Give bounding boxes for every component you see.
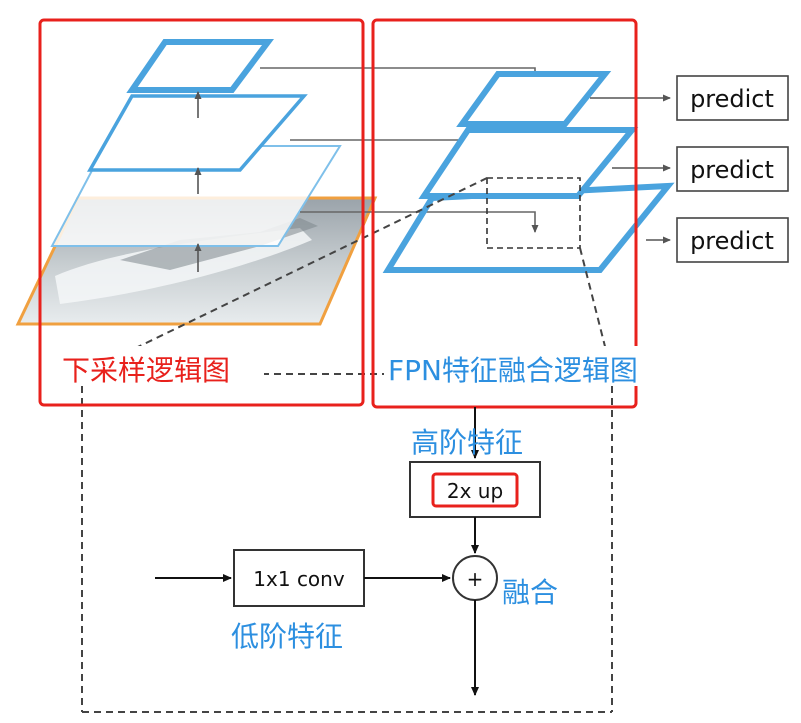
fpn-highlight-box (371, 18, 638, 409)
fusion-label: 融合 (502, 576, 558, 609)
conv-box (233, 549, 365, 607)
downsample-caption: 下采样逻辑图 (62, 354, 230, 387)
low-feature-label: 低阶特征 (231, 620, 343, 653)
upsample-label: 2x up (447, 479, 503, 503)
top-down-pyramid (382, 71, 675, 273)
fpn-layer-1 (456, 71, 612, 127)
predict-box-3 (676, 217, 789, 263)
fpn-caption-bg (384, 346, 688, 386)
plus-label: + (467, 567, 484, 591)
bottom-up-layer-1 (126, 39, 274, 93)
downsample-highlight-box (38, 18, 365, 407)
predict-outputs (590, 94, 671, 244)
predict-label-2: predict (690, 156, 774, 184)
predict-box-1 (676, 75, 789, 121)
predict-label-1: predict (690, 85, 774, 113)
bottom-up-pyramid (15, 39, 378, 326)
downsample-caption-bg (58, 346, 264, 386)
fpn-caption: FPN特征融合逻辑图 (388, 354, 638, 387)
high-feature-label: 高阶特征 (411, 426, 523, 459)
predict-label-3: predict (690, 227, 774, 255)
conv-label: 1x1 conv (253, 567, 345, 591)
predict-box-2 (676, 146, 789, 192)
bottom-up-layer-2 (86, 94, 308, 172)
upsample-highlight (431, 472, 519, 508)
fpn-layer-3 (382, 182, 675, 273)
zoom-dashed-region (486, 177, 581, 249)
